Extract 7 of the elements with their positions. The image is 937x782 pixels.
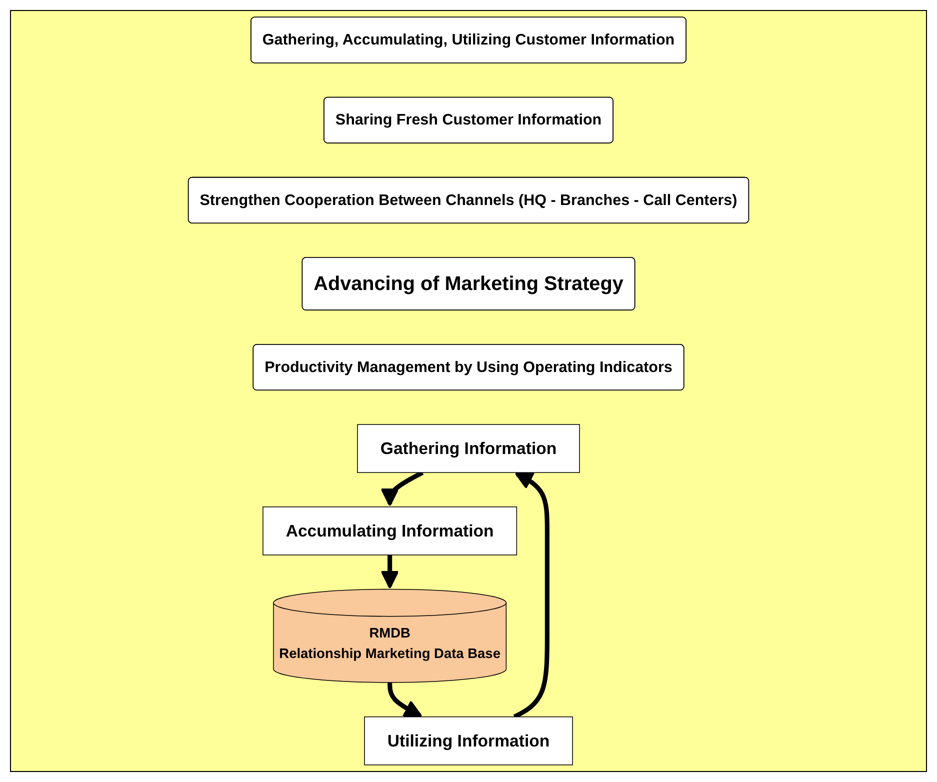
arrow [388,682,422,718]
node-box: Gathering Information [357,424,580,473]
node-box: Accumulating Information [262,506,518,556]
arrow [380,554,400,589]
node-box: Utilizing Information [364,716,573,766]
arrow [380,470,424,506]
arrow [513,472,550,719]
